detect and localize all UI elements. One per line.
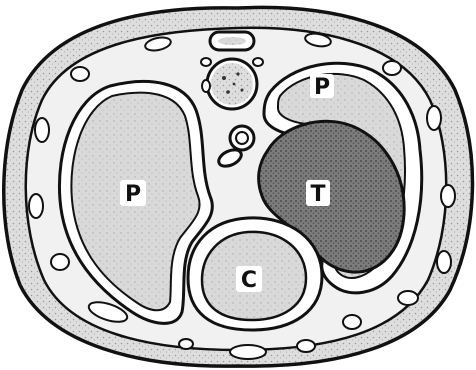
label-left-pleura: P	[120, 180, 146, 207]
rib-section-icon	[29, 194, 43, 218]
aorta-icon	[230, 126, 254, 150]
label-right-pleura: P	[310, 74, 334, 100]
rib-section-icon	[297, 340, 315, 352]
right-pleura-label: P	[314, 75, 330, 100]
label-tumor: T	[306, 180, 330, 207]
heart-label: C	[241, 268, 257, 293]
label-heart: C	[236, 266, 262, 293]
lymph-node	[253, 58, 263, 66]
rib-section-icon	[35, 118, 49, 142]
left-pleura-label: P	[125, 182, 141, 207]
lymph-node	[202, 80, 210, 92]
rib-section-icon	[427, 106, 441, 130]
rib-section-icon	[343, 315, 361, 329]
rib-section-icon	[437, 251, 451, 273]
rib-section-icon	[398, 291, 418, 305]
rib-section-icon	[71, 67, 89, 81]
rib-section-icon	[179, 339, 193, 349]
rib-section-icon	[383, 61, 401, 75]
rib-section-icon	[230, 345, 266, 359]
lymph-node	[201, 58, 211, 66]
sternum-core	[218, 37, 246, 45]
tumor-label: T	[310, 182, 325, 207]
rib-section-icon	[441, 185, 455, 207]
vertebra-icon	[207, 59, 257, 109]
rib-section-icon	[51, 254, 69, 270]
